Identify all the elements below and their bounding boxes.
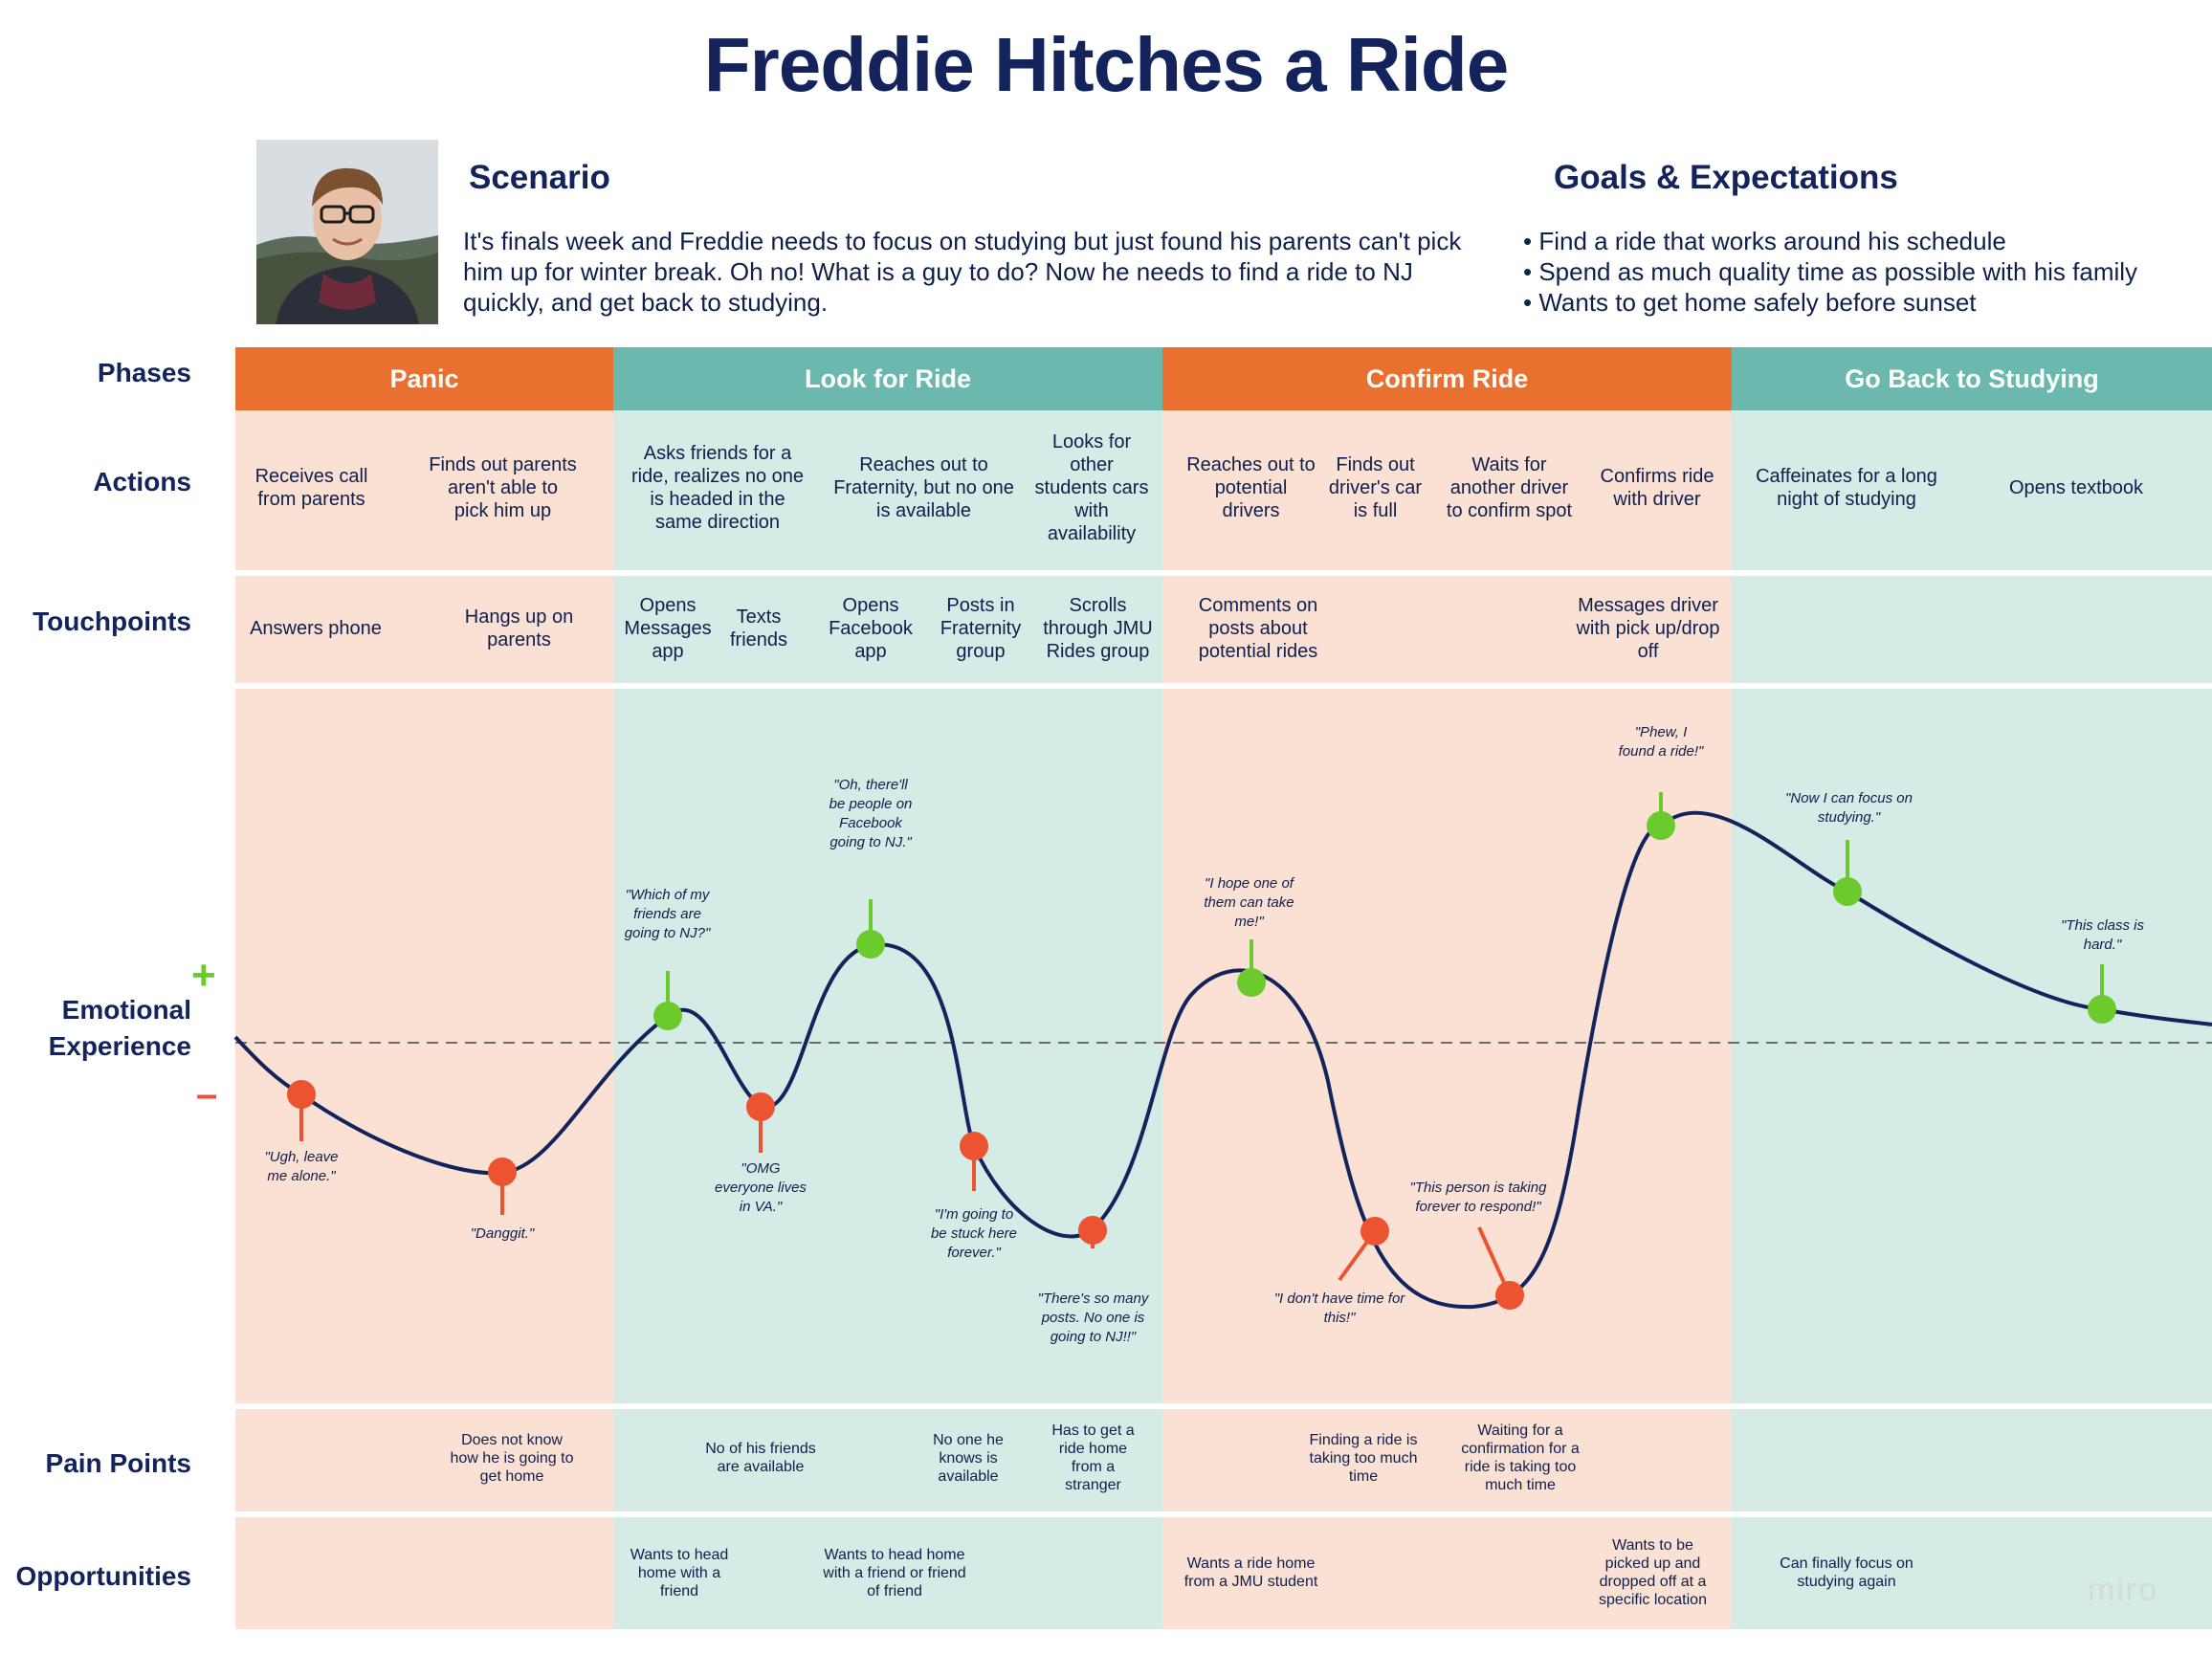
confirm-column-bg: [1162, 410, 1732, 1629]
action-cell: Receives call from parents: [254, 466, 368, 510]
touchpoint-cell: Posts in Fraternity group: [940, 594, 1022, 662]
row-label-phases: Phases: [97, 358, 191, 387]
emotion-quote: "OMG everyone lives in VA.": [715, 1160, 807, 1215]
emotion-quote: "Oh, there'll be people on Facebook goin…: [829, 777, 913, 850]
row-divider: [235, 683, 2212, 689]
miro-watermark: miro: [2088, 1572, 2159, 1608]
emotion-quote: "This class is hard.": [2060, 917, 2144, 953]
positive-emotion-marker: [653, 1002, 682, 1030]
touchpoint-cell: Hangs up on parents: [464, 606, 574, 651]
persona-photo: [256, 140, 438, 324]
opportunity-cell: Wants to head home with a friend or frie…: [823, 1546, 966, 1599]
opportunity-cell: Can finally focus on studying again: [1780, 1555, 1913, 1590]
positive-emotion-marker: [1833, 877, 1862, 906]
action-cell: Waits for another driver to confirm spot: [1446, 454, 1573, 521]
emotion-quote: "I don't have time for this!": [1273, 1290, 1405, 1326]
opportunity-cell: Wants to head home with a friend: [630, 1546, 729, 1599]
negative-emotion-marker: [746, 1092, 775, 1121]
phase-header-look-for-ride: Look for Ride: [613, 347, 1162, 410]
row-divider: [235, 1511, 2212, 1517]
emotion-quote: "Danggit.": [470, 1225, 535, 1242]
pain-point-cell: No one he knows is available: [933, 1431, 1004, 1485]
emotion-quote: "Now I can focus on studying.": [1785, 790, 1913, 826]
row-divider: [235, 1403, 2212, 1409]
touchpoint-cell: Opens Facebook app: [829, 594, 913, 662]
negative-emotion-marker: [1078, 1216, 1107, 1245]
negative-emotion-marker: [287, 1080, 316, 1109]
goal-item: • Wants to get home safely before sunset: [1523, 288, 1977, 317]
goal-item: • Spend as much quality time as possible…: [1523, 257, 2138, 286]
row-label-opportunities: Opportunities: [15, 1561, 191, 1591]
touchpoint-cell: Messages driver with pick up/drop off: [1576, 594, 1720, 662]
positive-emotion-marker: [2088, 995, 2116, 1024]
action-cell: Confirms ride with driver: [1600, 466, 1714, 510]
emotion-quote: "This person is taking forever to respon…: [1409, 1180, 1547, 1215]
pain-point-cell: Waiting for a confirmation for a ride is…: [1461, 1422, 1580, 1493]
action-cell: Looks for other students cars with avail…: [1034, 431, 1149, 544]
phase-header-confirm-ride: Confirm Ride: [1162, 347, 1732, 410]
goals-heading: Goals & Expectations: [1554, 159, 1898, 196]
phase-header-go-back-to-studying: Go Back to Studying: [1732, 347, 2212, 410]
emotion-quote: "I'm going to be stuck here forever.": [930, 1206, 1018, 1261]
emotion-quote: "There's so many posts. No one is going …: [1037, 1290, 1149, 1345]
negative-emotion-marker: [1360, 1217, 1389, 1246]
action-cell: Asks friends for a ride, realizes no one…: [630, 443, 805, 533]
action-cell: Reaches out to potential drivers: [1186, 454, 1316, 521]
positive-sign: +: [191, 952, 216, 999]
row-label-touchpoints: Touchpoints: [33, 606, 191, 636]
negative-emotion-marker: [1495, 1281, 1524, 1310]
row-divider: [235, 570, 2212, 576]
touchpoint-cell: Scrolls through JMU Rides group: [1043, 594, 1153, 662]
action-cell: Finds out parents aren't able to pick hi…: [429, 454, 577, 521]
emotion-quote: "Phew, I found a ride!": [1618, 724, 1704, 760]
phase-header-panic: Panic: [235, 347, 613, 410]
touchpoint-cell: Comments on posts about potential rides: [1198, 594, 1318, 662]
emotion-quote: "I hope one of them can take me!": [1204, 875, 1294, 930]
action-cell: Caffeinates for a long night of studying: [1756, 466, 1937, 510]
opportunity-cell: Wants a ride home from a JMU student: [1183, 1555, 1318, 1590]
panic-column-bg: [235, 410, 613, 1629]
look-column-bg: [613, 410, 1162, 1629]
page-title: Freddie Hitches a Ride: [703, 22, 1509, 107]
scenario-heading: Scenario: [469, 159, 610, 196]
pain-point-cell: Does not know how he is going to get hom…: [450, 1431, 574, 1485]
opportunity-cell: Wants to be picked up and dropped off at…: [1599, 1537, 1707, 1608]
row-label-emotional: Emotional: [61, 995, 191, 1025]
action-cell: Finds out driver's car is full: [1328, 454, 1423, 521]
goal-item: • Find a ride that works around his sche…: [1523, 227, 2006, 255]
row-label-pain-points: Pain Points: [45, 1448, 191, 1478]
positive-emotion-marker: [1647, 811, 1675, 840]
positive-emotion-marker: [1237, 968, 1266, 997]
emotion-quote: "Which of my friends are going to NJ?": [624, 887, 711, 941]
positive-emotion-marker: [856, 930, 885, 959]
action-cell: Opens textbook: [2008, 477, 2144, 498]
row-label-actions: Actions: [93, 467, 191, 496]
negative-emotion-marker: [960, 1132, 988, 1160]
scenario-text: It's finals week and Freddie needs to fo…: [463, 227, 1462, 317]
pain-point-cell: No of his friends are available: [705, 1441, 816, 1475]
pain-point-cell: Has to get a ride home from a stranger: [1051, 1422, 1135, 1493]
touchpoint-cell: Answers phone: [250, 617, 382, 639]
pain-point-cell: Finding a ride is taking too much time: [1309, 1431, 1418, 1485]
emotion-curve-line: [233, 810, 2212, 1310]
touchpoint-cell: Opens Messages app: [624, 594, 712, 662]
emotion-quote: "Ugh, leave me alone.": [264, 1149, 339, 1184]
action-cell: Reaches out to Fraternity, but no one is…: [833, 454, 1014, 521]
touchpoint-cell: Texts friends: [729, 606, 788, 651]
row-label-experience: Experience: [48, 1031, 191, 1061]
study-column-bg: [1732, 410, 2212, 1629]
negative-sign: –: [196, 1073, 218, 1115]
negative-emotion-marker: [488, 1158, 517, 1186]
